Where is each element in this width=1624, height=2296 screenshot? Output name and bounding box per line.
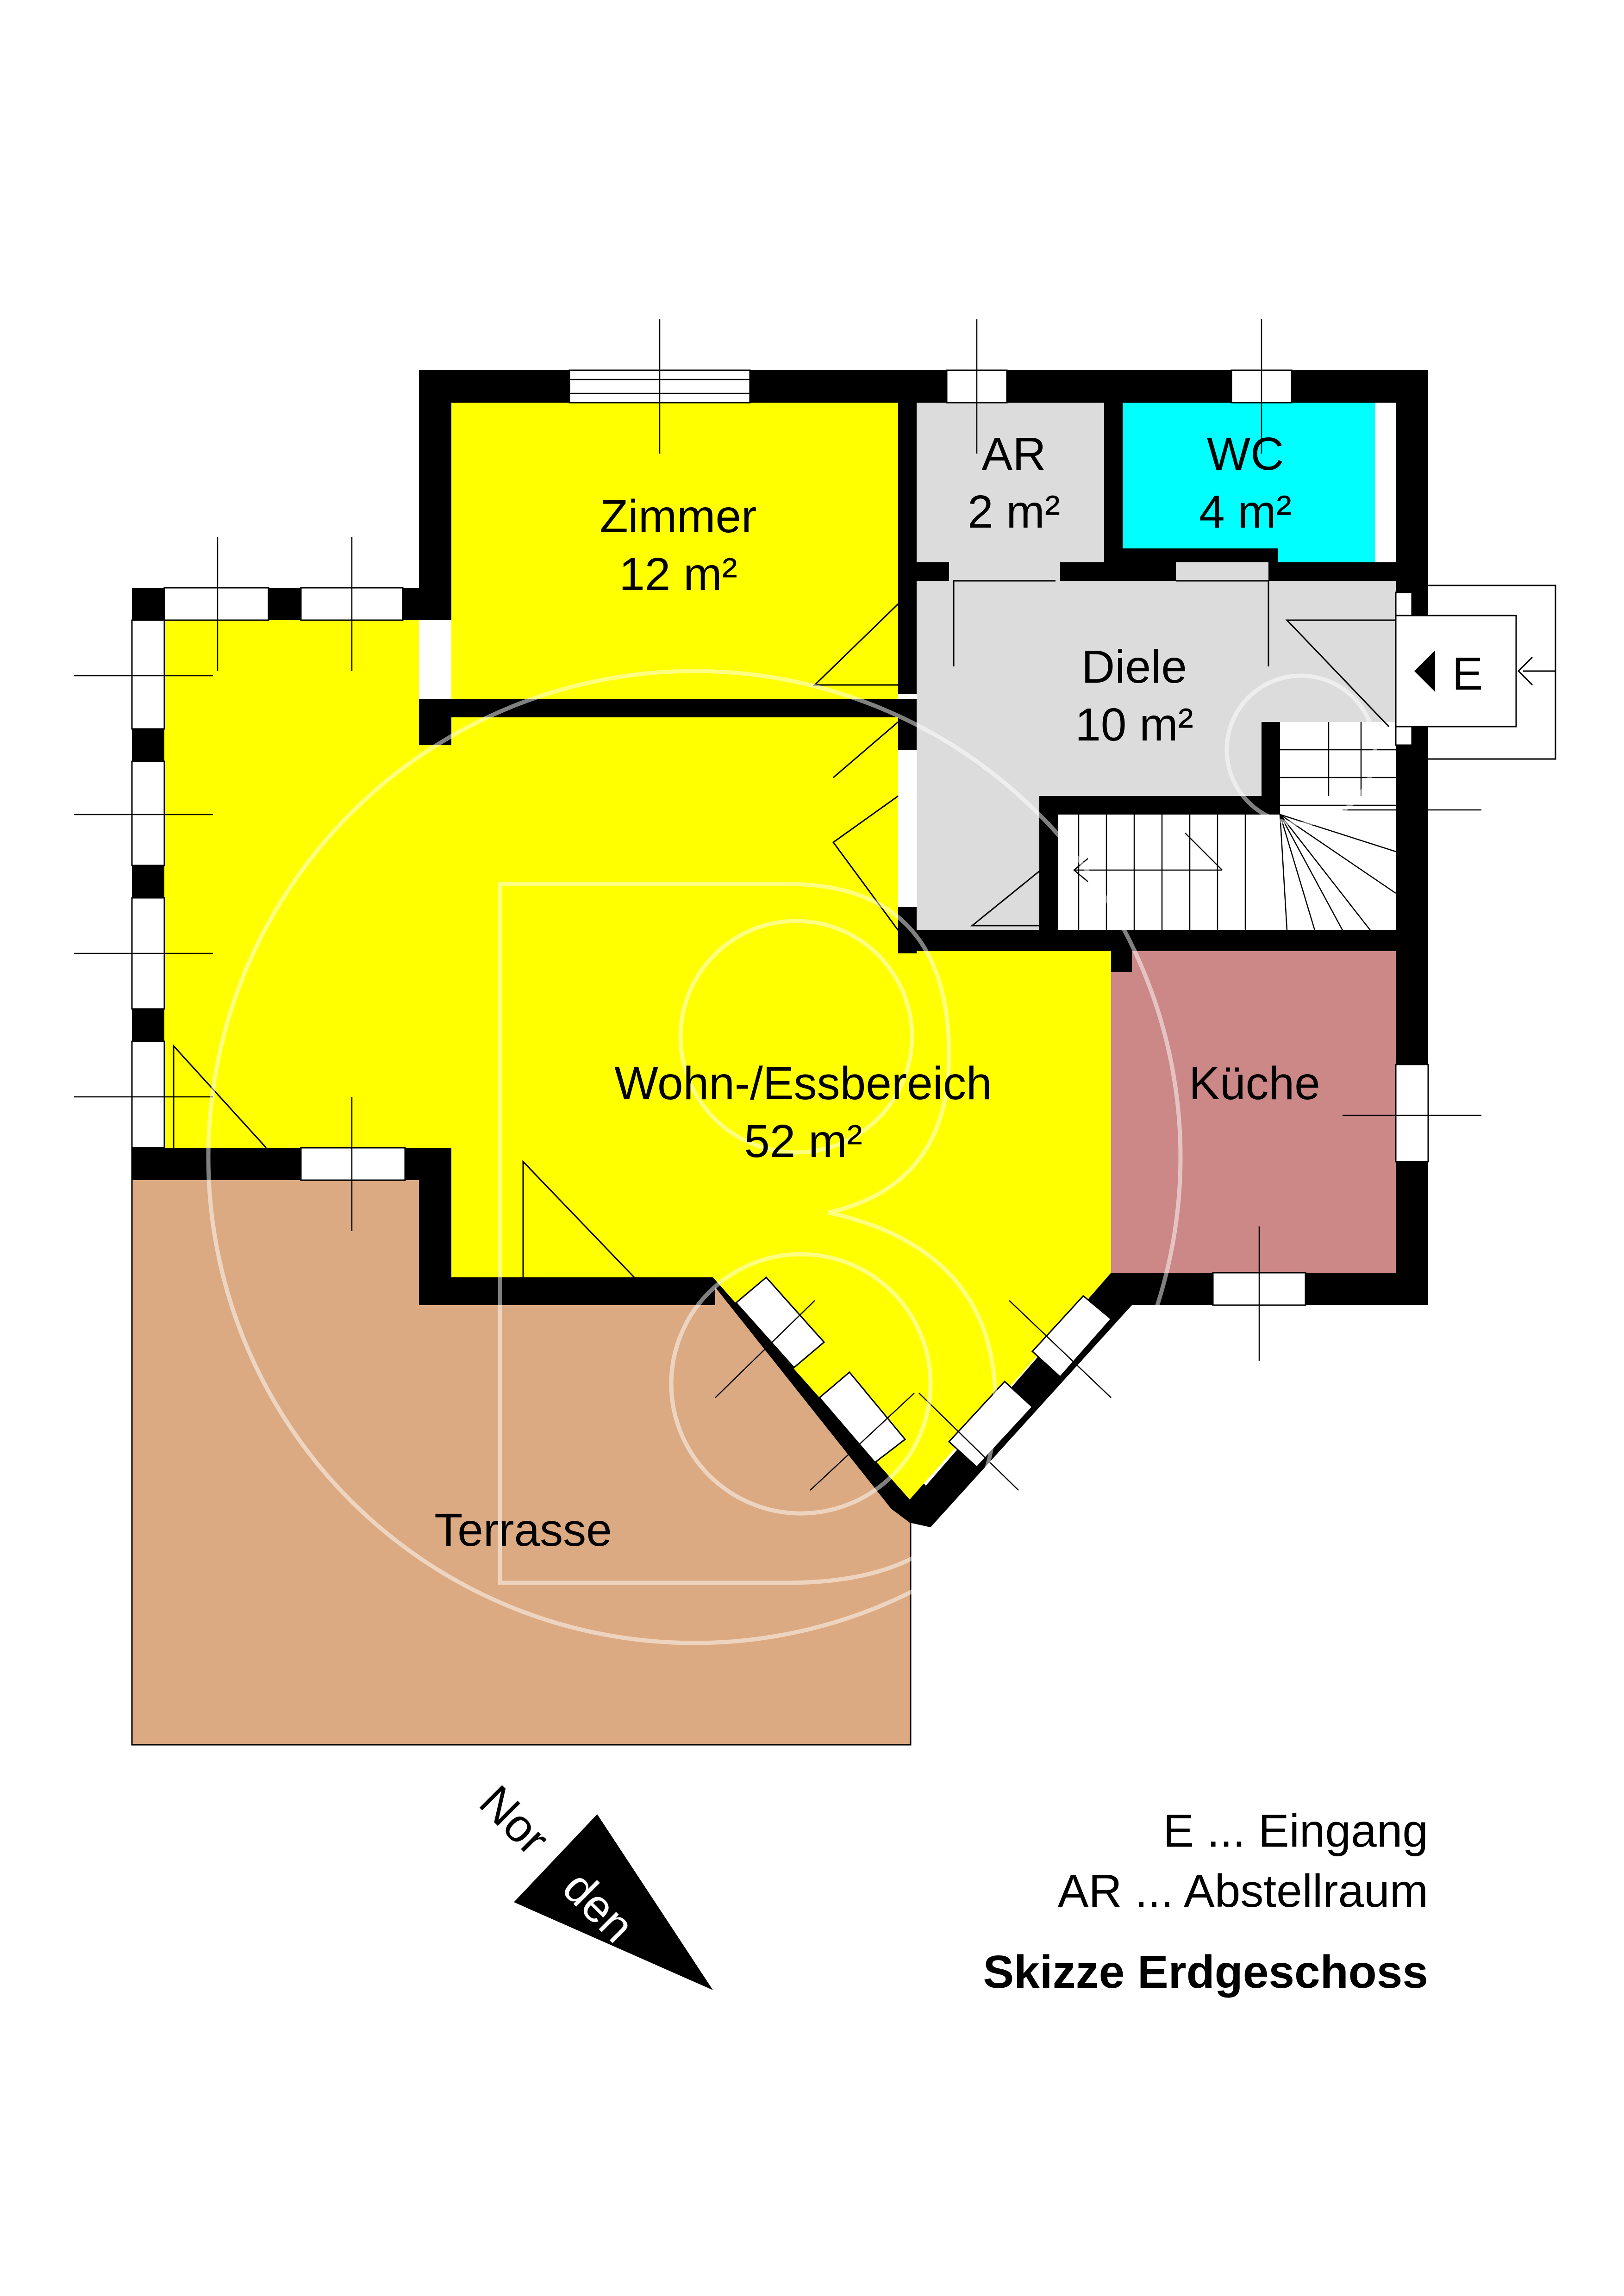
- label-diele-name: Diele: [1081, 641, 1187, 693]
- north-arrow-icon: [514, 1814, 713, 1990]
- watermark-logo: [206, 669, 1377, 1645]
- north-arrow: Nor den: [469, 1775, 713, 1990]
- label-wc-area: 4 m²: [1199, 486, 1292, 538]
- legend-line-2: AR ... Abstellraum: [1058, 1865, 1428, 1917]
- label-wc-name: WC: [1207, 428, 1284, 480]
- label-wohn-area: 52 m²: [744, 1115, 862, 1167]
- label-terrasse-name: Terrasse: [434, 1504, 612, 1556]
- label-kueche-name: Küche: [1189, 1058, 1320, 1109]
- legend-line-1: E ... Eingang: [1163, 1805, 1428, 1857]
- label-diele-area: 10 m²: [1075, 699, 1193, 751]
- room-wc-notch: [1123, 548, 1278, 565]
- diagonal-wall-left: [704, 1273, 926, 1523]
- door-openings: [949, 562, 1268, 581]
- room-zimmer: [451, 403, 898, 699]
- plan-title: Skizze Erdgeschoss: [983, 1946, 1428, 1998]
- label-ar-name: AR: [982, 428, 1046, 480]
- entrance-arrow-icon: [1414, 650, 1435, 692]
- room-wohn-essbereich: [164, 620, 1111, 1500]
- entrance-area: [1285, 585, 1556, 760]
- room-wc: [1123, 403, 1375, 562]
- label-zimmer-area: 12 m²: [619, 548, 737, 600]
- label-ar-area: 2 m²: [968, 486, 1060, 538]
- window-hints: [74, 319, 1481, 1491]
- room-kueche: [1111, 951, 1396, 1273]
- label-wohn-name: Wohn-/Essbereich: [614, 1058, 992, 1109]
- north-label-part1: Nor: [469, 1775, 559, 1865]
- room-diele: [917, 581, 1396, 930]
- entrance-label: E: [1452, 648, 1483, 700]
- room-ar: [917, 403, 1104, 562]
- label-zimmer-name: Zimmer: [600, 491, 757, 542]
- wall-tip: [891, 1481, 928, 1523]
